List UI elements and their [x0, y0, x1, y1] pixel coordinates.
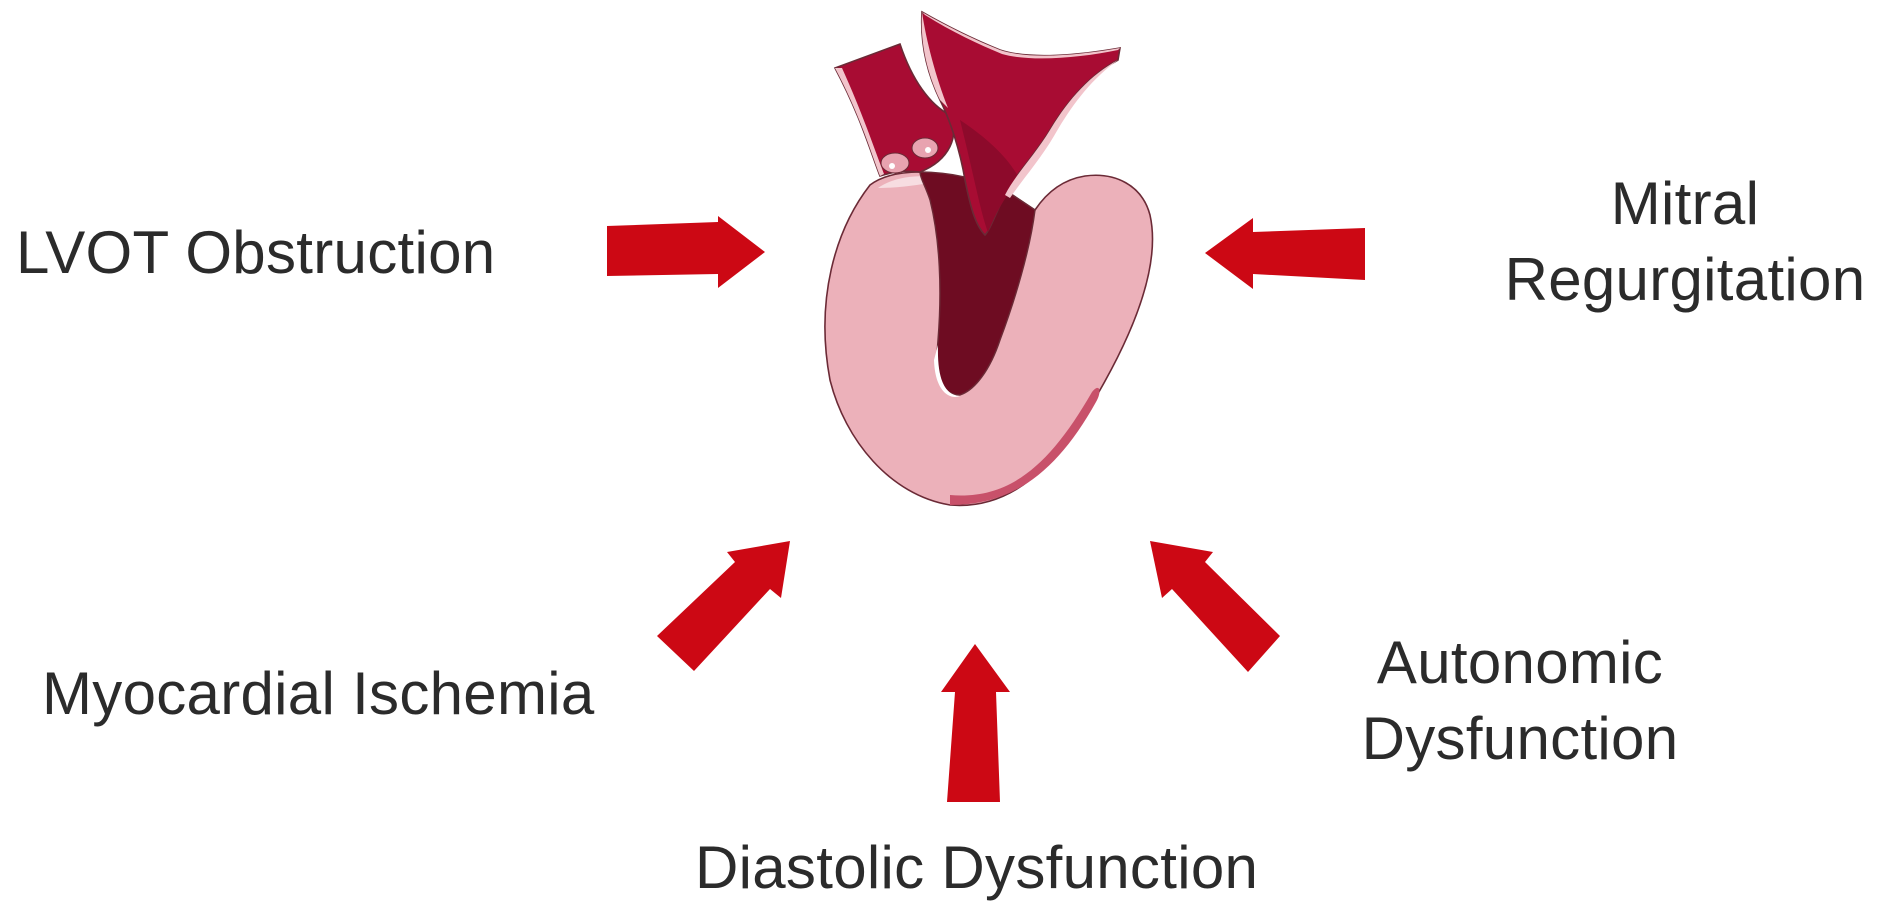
autonomic-line-1: Autonomic: [1350, 625, 1690, 701]
lvot-obstruction-text: LVOT Obstruction: [16, 215, 495, 291]
mitral-regurgitation-label: Mitral Regurgitation: [1490, 166, 1880, 318]
lvot-obstruction-label: LVOT Obstruction: [16, 215, 495, 291]
autonomic-line-2: Dysfunction: [1350, 701, 1690, 777]
myocardial-ischemia-label: Myocardial Ischemia: [42, 656, 595, 732]
arrow-icon: [1205, 218, 1365, 289]
autonomic-dysfunction-label: Autonomic Dysfunction: [1350, 625, 1690, 777]
mitral-line-2: Regurgitation: [1490, 242, 1880, 318]
arrow-icon: [657, 541, 790, 671]
arrow-icon: [607, 216, 765, 288]
mitral-line-1: Mitral: [1490, 166, 1880, 242]
myocardial-ischemia-text: Myocardial Ischemia: [42, 656, 595, 732]
arrow-icon: [941, 644, 1010, 802]
diastolic-dysfunction-text: Diastolic Dysfunction: [695, 830, 1258, 906]
arrow-icon: [1150, 541, 1280, 672]
diastolic-dysfunction-label: Diastolic Dysfunction: [695, 830, 1258, 906]
